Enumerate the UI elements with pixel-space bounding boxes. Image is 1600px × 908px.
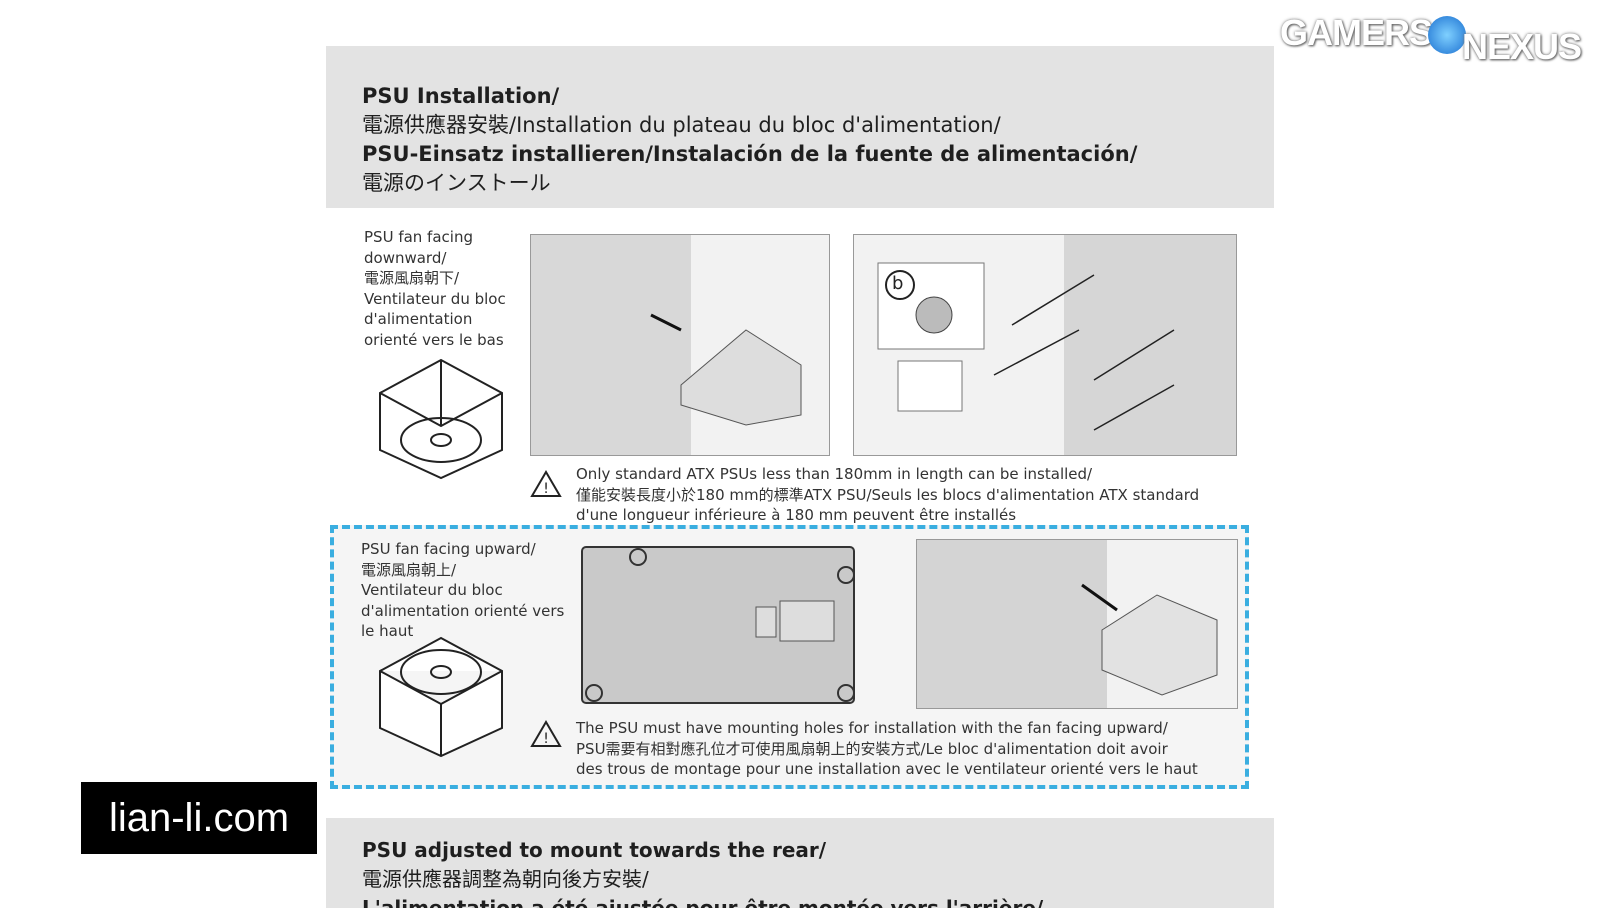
- logo-globe-icon: [1428, 16, 1467, 55]
- note-line: PSU需要有相對應孔位才可使用風扇朝上的安裝方式/Le bloc d'alime…: [576, 739, 1168, 758]
- header-line: PSU adjusted to mount towards the rear/: [362, 838, 827, 862]
- label-line: 電源風扇朝下/: [364, 269, 460, 287]
- header-line: PSU Installation/: [362, 84, 560, 108]
- note-line: The PSU must have mounting holes for ins…: [576, 719, 1168, 737]
- section-header-rear: PSU adjusted to mount towards the rear/ …: [326, 818, 1274, 908]
- label-line: Ventilateur du bloc: [364, 289, 506, 308]
- logo-text: NEXUS: [1462, 26, 1582, 67]
- mounting-holes-note: The PSU must have mounting holes for ins…: [576, 718, 1198, 780]
- note-line: des trous de montage pour une installati…: [576, 760, 1198, 778]
- callout-letter: b: [892, 273, 904, 294]
- fan-down-label: PSU fan facing downward/ 電源風扇朝下/ Ventila…: [364, 227, 506, 350]
- psu-screw-figure: b: [853, 234, 1237, 456]
- gamers-nexus-logo: GAMERS NEXUS: [1280, 12, 1582, 67]
- psu-fan-up-icon: [379, 636, 503, 758]
- label-line: Ventilateur du bloc: [361, 581, 503, 599]
- logo-text: GAMERS: [1280, 12, 1433, 53]
- label-line: PSU fan facing upward/: [361, 540, 536, 558]
- site-watermark: lian-li.com: [81, 782, 317, 854]
- psu-fan-down-icon: [379, 358, 503, 480]
- note-line: d'une longueur inférieure à 180 mm peuve…: [576, 506, 1017, 524]
- fan-up-label: PSU fan facing upward/ 電源風扇朝上/ Ventilate…: [361, 539, 564, 642]
- psu-rear-mounting-holes-figure: [581, 546, 855, 704]
- label-line: le haut: [361, 622, 414, 640]
- note-line: 僅能安裝長度小於180 mm的標準ATX PSU/Seuls les blocs…: [576, 485, 1200, 504]
- label-line: 電源風扇朝上/: [361, 560, 457, 579]
- label-line: orienté vers le bas: [364, 330, 504, 349]
- label-line: d'alimentation orienté vers: [361, 601, 565, 620]
- header-line: PSU-Einsatz installieren/Instalación de …: [362, 142, 1138, 166]
- label-line: d'alimentation: [364, 310, 473, 328]
- psu-fan-up-insert-figure: [916, 539, 1238, 709]
- header-line: 電源のインストール: [362, 171, 551, 195]
- warning-icon: !: [530, 720, 562, 747]
- svg-text:!: !: [543, 731, 549, 747]
- length-note: Only standard ATX PSUs less than 180mm i…: [576, 464, 1199, 526]
- case-psu-insert-figure: [530, 234, 830, 456]
- section-header: PSU Installation/ 電源供應器安裝/Installation d…: [326, 46, 1274, 208]
- header-line: L'alimentation a été ajustée pour être m…: [362, 896, 1044, 908]
- header-line: 電源供應器安裝/Installation du plateau du bloc …: [362, 113, 1001, 137]
- warning-icon: !: [530, 470, 562, 497]
- label-line: downward/: [364, 248, 447, 267]
- svg-text:!: !: [543, 481, 549, 497]
- label-line: PSU fan facing: [364, 228, 473, 246]
- header-line: 電源供應器調整為朝向後方安裝/: [362, 867, 649, 891]
- note-line: Only standard ATX PSUs less than 180mm i…: [576, 465, 1093, 483]
